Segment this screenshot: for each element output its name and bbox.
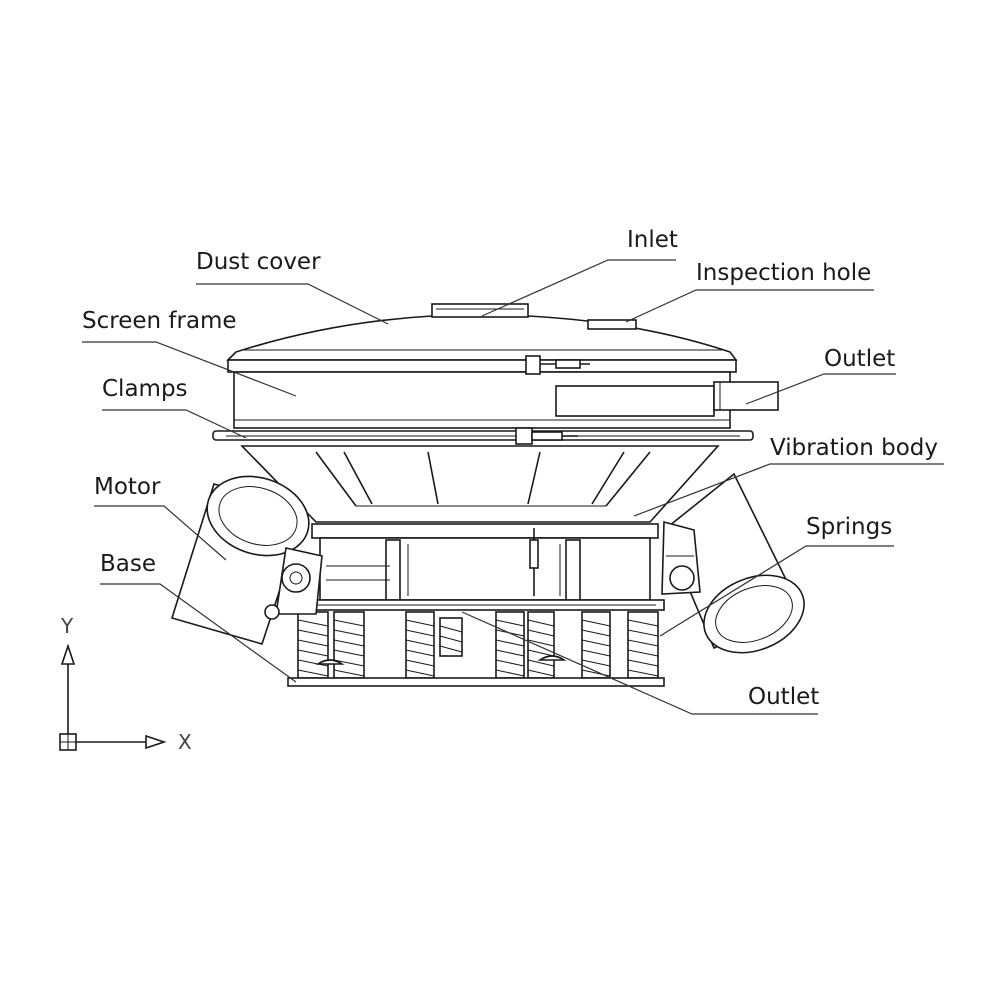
leader-lines — [82, 259, 944, 715]
inlet-drawing — [431, 303, 529, 318]
label-outlet-bottom: Outlet — [748, 684, 820, 710]
base-drawing — [287, 677, 665, 687]
label-dust-cover: Dust cover — [196, 249, 321, 275]
label-clamps: Clamps — [102, 376, 188, 402]
leader-springs — [659, 545, 894, 637]
leader-screen-frame — [82, 341, 297, 397]
label-springs: Springs — [806, 514, 893, 540]
leader-motor — [94, 505, 227, 561]
leader-outlet-top — [745, 373, 896, 405]
spring-5 — [495, 611, 525, 679]
body-frame-drawing — [295, 523, 665, 611]
outlet-top-drawing — [555, 381, 779, 417]
leader-outlet-bottom — [461, 611, 818, 715]
motor-right-drawing — [661, 472, 805, 654]
axis-label-x: X — [178, 730, 192, 754]
dust-cover-drawing — [226, 315, 738, 361]
label-outlet-top: Outlet — [824, 346, 896, 372]
spring-4 — [439, 617, 463, 657]
spring-1 — [297, 611, 329, 679]
label-vibration-body: Vibration body — [770, 435, 939, 461]
leader-inspection-hole — [625, 289, 874, 323]
label-inspection-hole: Inspection hole — [696, 260, 872, 286]
motor-left-drawing — [170, 475, 323, 645]
label-motor: Motor — [94, 474, 161, 500]
axis-label-y: Y — [61, 614, 74, 638]
ucs-axis-icon — [59, 643, 167, 751]
leader-inlet — [481, 259, 676, 317]
leader-dust-cover — [196, 283, 389, 325]
spring-6 — [527, 611, 555, 679]
label-base: Base — [100, 551, 157, 577]
inspection-hole-drawing — [587, 319, 637, 330]
leader-clamps — [102, 409, 247, 439]
springs-drawing — [297, 611, 659, 679]
spring-3 — [405, 611, 435, 679]
clamp-ring-drawing — [212, 427, 754, 445]
leader-vibration-body — [633, 463, 944, 517]
spring-2 — [333, 611, 365, 679]
spring-7 — [581, 611, 611, 679]
leader-base — [100, 583, 297, 683]
label-inlet: Inlet — [627, 227, 678, 253]
spring-8 — [627, 611, 659, 679]
label-screen-frame: Screen frame — [82, 308, 237, 334]
